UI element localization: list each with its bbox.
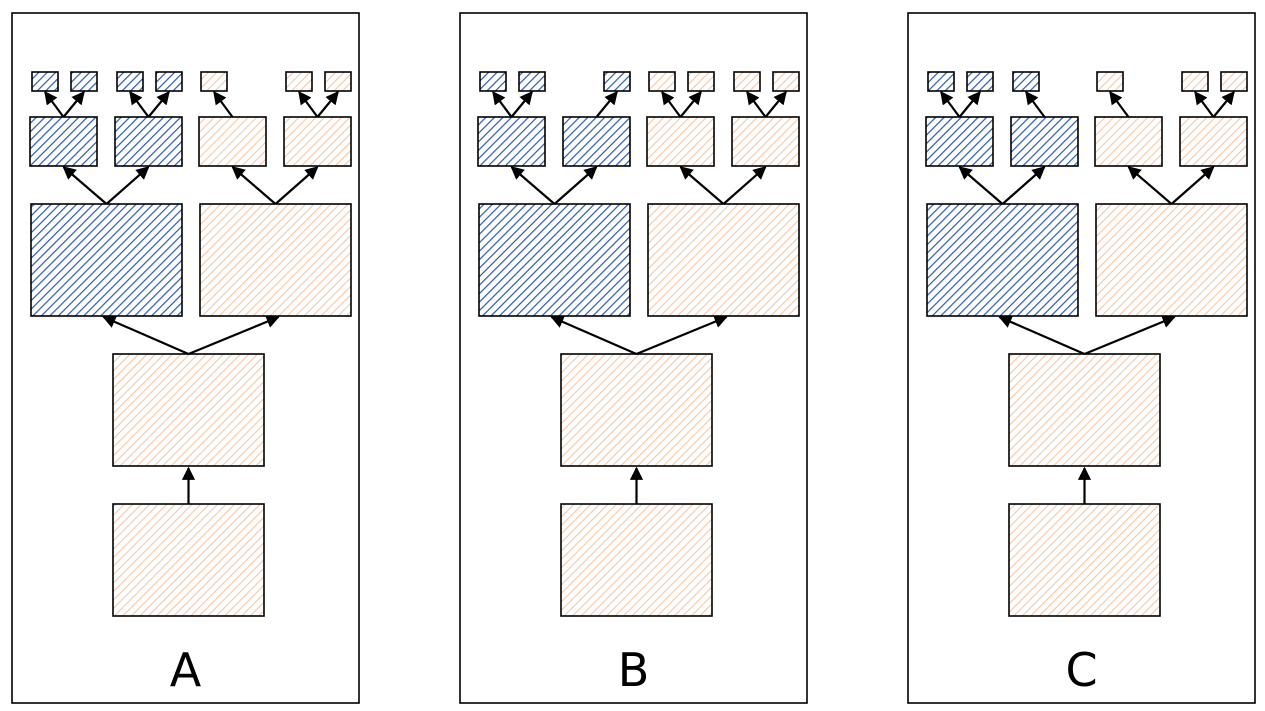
branch-arrow: [550, 315, 637, 356]
subbranch-arrow: [105, 166, 150, 205]
leaf-arrow: [1212, 90, 1235, 118]
panel-b: B: [459, 12, 808, 704]
subbranch-arrow: [1001, 166, 1046, 205]
branch-arrow: [188, 315, 280, 356]
subbranch-node: [646, 116, 715, 167]
subbranch-arrow: [553, 166, 598, 205]
branch-node: [1095, 203, 1248, 317]
leaf-node: [1181, 71, 1209, 92]
stem-node: [1008, 353, 1161, 467]
subbranch-node: [925, 116, 994, 167]
leaf-node: [772, 71, 800, 92]
leaf-arrow: [298, 90, 319, 118]
root-node: [1008, 503, 1161, 617]
subbranch-node: [562, 116, 631, 167]
leaf-arrow: [958, 90, 981, 118]
subbranch-arrow: [62, 166, 108, 205]
leaf-node: [1220, 71, 1248, 92]
subbranch-arrow: [1127, 166, 1173, 205]
subbranch-arrow: [231, 166, 277, 205]
branch-node: [647, 203, 800, 317]
leaf-node: [927, 71, 955, 92]
panel-label: B: [618, 643, 650, 697]
leaf-node: [116, 71, 144, 92]
leaf-node: [155, 71, 183, 92]
panel-c: C: [907, 12, 1256, 704]
subbranch-node: [1179, 116, 1248, 167]
stem-node: [560, 353, 713, 467]
subbranch-node: [1094, 116, 1163, 167]
leaf-node: [324, 71, 352, 92]
subbranch-node: [1010, 116, 1079, 167]
subbranch-node: [283, 116, 352, 167]
leaf-arrow: [492, 90, 513, 118]
subbranch-node: [731, 116, 800, 167]
subbranch-node: [114, 116, 183, 167]
leaf-arrow: [746, 90, 767, 118]
root-node: [560, 503, 713, 617]
subbranch-arrow: [274, 166, 319, 205]
subbranch-node: [29, 116, 98, 167]
subbranch-node: [477, 116, 546, 167]
branch-node: [199, 203, 352, 317]
branch-arrow: [102, 315, 189, 356]
subbranch-arrow: [722, 166, 767, 205]
branch-arrow: [1084, 315, 1176, 356]
subbranch-arrow: [958, 166, 1004, 205]
leaf-arrow: [940, 90, 961, 118]
leaf-node: [648, 71, 676, 92]
leaf-node: [70, 71, 98, 92]
leaf-arrow: [661, 90, 682, 118]
leaf-node: [1012, 71, 1040, 92]
leaf-arrow: [44, 90, 65, 118]
stem-node: [112, 353, 265, 467]
panel-a: A: [11, 12, 360, 704]
leaf-arrow: [147, 90, 170, 118]
branch-node: [478, 203, 631, 317]
subbranch-node: [198, 116, 267, 167]
leaf-arrow: [595, 90, 618, 118]
leaf-arrow: [316, 90, 339, 118]
subbranch-arrow: [510, 166, 556, 205]
leaf-node: [285, 71, 313, 92]
panel-label: A: [170, 643, 202, 697]
branch-node: [30, 203, 183, 317]
leaf-node: [518, 71, 546, 92]
root-node: [112, 503, 265, 617]
leaf-node: [200, 71, 228, 92]
leaf-arrow: [1194, 90, 1215, 118]
leaf-node: [1096, 71, 1124, 92]
subbranch-arrow: [1170, 166, 1215, 205]
leaf-node: [603, 71, 631, 92]
leaf-node: [687, 71, 715, 92]
leaf-arrow: [1109, 90, 1130, 118]
leaf-arrow: [679, 90, 702, 118]
panel-label: C: [1065, 643, 1097, 697]
branch-arrow: [636, 315, 728, 356]
leaf-node: [479, 71, 507, 92]
branch-arrow: [998, 315, 1085, 356]
leaf-node: [31, 71, 59, 92]
leaf-arrow: [510, 90, 533, 118]
leaf-arrow: [764, 90, 787, 118]
subbranch-arrow: [679, 166, 725, 205]
leaf-arrow: [213, 90, 234, 118]
leaf-node: [733, 71, 761, 92]
leaf-node: [966, 71, 994, 92]
leaf-arrow: [62, 90, 85, 118]
leaf-arrow: [129, 90, 150, 118]
leaf-arrow: [1025, 90, 1046, 118]
branch-node: [926, 203, 1079, 317]
